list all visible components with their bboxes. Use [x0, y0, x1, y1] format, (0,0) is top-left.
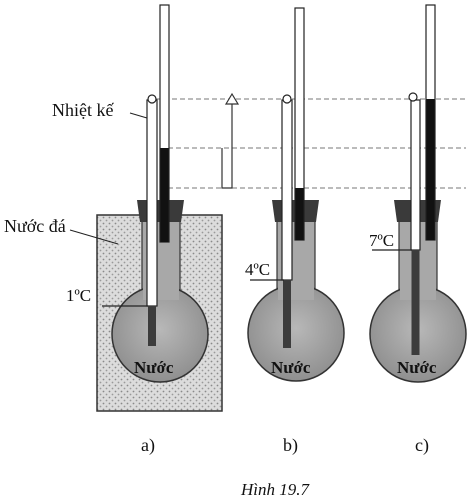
ice-water-label: Nước đá	[4, 216, 66, 236]
setup-b	[247, 7, 345, 382]
temperature-c: 7ºC	[369, 231, 395, 250]
thermometer-b-tube	[281, 99, 293, 281]
thermometer-a-tube	[146, 99, 158, 307]
water-label-b: Nước	[271, 358, 311, 377]
water-label-a: Nước	[134, 358, 174, 377]
figure-caption: Hình 19.7	[241, 480, 309, 498]
tag-a: a)	[141, 435, 155, 455]
level-change-arrow	[221, 92, 240, 189]
setup-c	[369, 4, 467, 383]
temperature-b: 4ºC	[245, 260, 271, 279]
thermometer-c-tube	[410, 99, 421, 251]
thermometer-label: Nhiệt kế	[52, 100, 114, 120]
temperature-a: 1ºC	[66, 286, 92, 305]
setup-a	[69, 4, 223, 412]
water-label-c: Nước	[397, 358, 437, 377]
tag-b: b)	[283, 435, 298, 455]
tag-c: c)	[415, 435, 429, 455]
